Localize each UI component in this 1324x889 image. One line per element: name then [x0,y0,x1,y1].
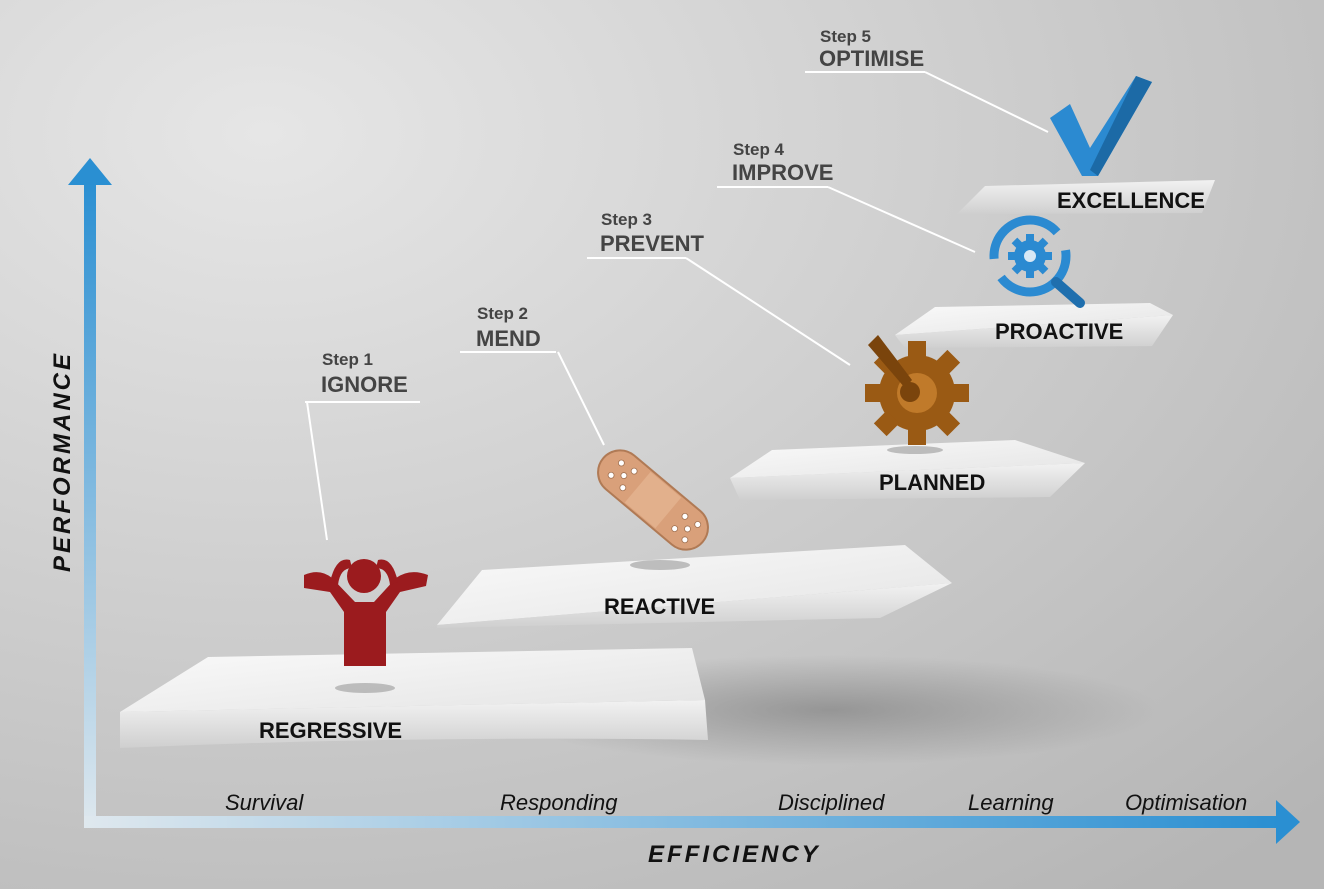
platform-excellence: EXCELLENCE [957,180,1215,214]
step-title: IGNORE [321,372,408,397]
y-axis-arrowhead [68,158,112,185]
platform-proactive: PROACTIVE [895,303,1173,348]
y-axis-label: PERFORMANCE [49,351,76,572]
x-axis-label: EFFICIENCY [648,841,821,868]
platform-regressive: REGRESSIVE [120,648,708,748]
x-stage-label: Optimisation [1125,790,1247,815]
leader-line [305,401,420,541]
step-number: Step 5 [820,27,871,46]
leader-line [587,257,851,366]
level-label: PROACTIVE [995,319,1123,344]
step-number: Step 2 [477,304,528,323]
platform-planned: PLANNED [730,440,1085,500]
checkmark-icon [1050,76,1152,176]
level-label: EXCELLENCE [1057,188,1205,213]
platform-reactive: REACTIVE [437,545,952,628]
step-title: IMPROVE [732,160,833,185]
leader-line [717,186,976,253]
x-axis [84,800,1300,844]
step-number: Step 3 [601,210,652,229]
step-number: Step 1 [322,350,373,369]
gear-refresh-magnifier-icon [989,215,1085,308]
level-label: REGRESSIVE [259,718,402,743]
step-title: MEND [476,326,541,351]
person-hands-on-head-icon [304,559,428,666]
leader-line [805,71,1049,133]
level-label: REACTIVE [604,594,715,619]
leader-line [460,351,605,446]
x-stage-label: Responding [500,790,618,815]
x-stage-label: Learning [968,790,1054,815]
step-title: OPTIMISE [819,46,924,71]
y-axis [68,158,112,828]
x-stage-label: Disciplined [778,790,885,815]
gear-wrench-icon [865,335,969,445]
step-title: PREVENT [600,231,704,256]
x-stage-label: Survival [225,790,304,815]
level-label: PLANNED [879,470,985,495]
bandage-icon [597,449,709,551]
step-number: Step 4 [733,140,785,159]
x-axis-arrowhead [1276,800,1300,844]
